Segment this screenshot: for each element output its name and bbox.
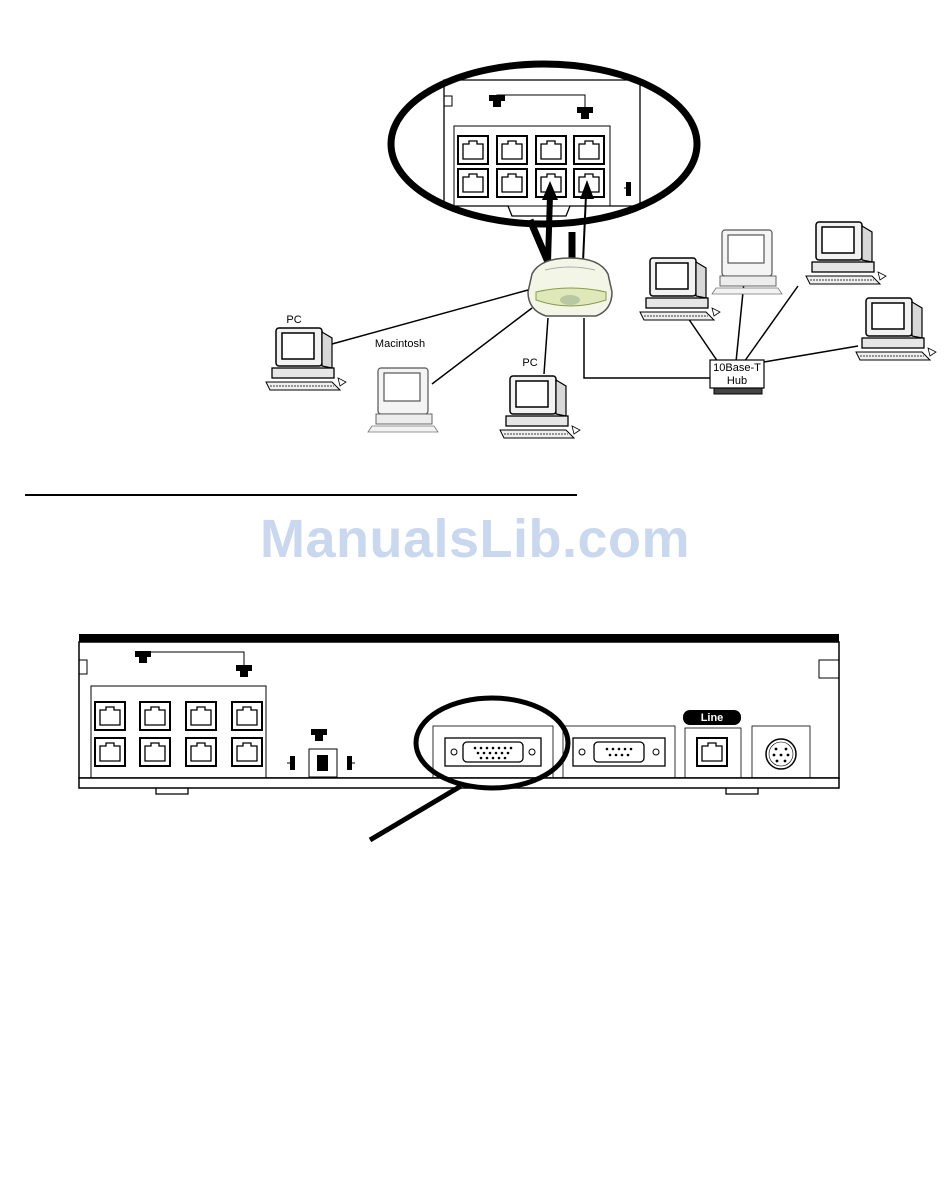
hub-computer-4 [856, 298, 936, 360]
router-rear-panel: Line [79, 634, 839, 840]
pc-bottom-computer [500, 376, 580, 438]
router-device [528, 258, 612, 316]
router-panel-closeup [444, 80, 640, 216]
hub-computer-2 [712, 230, 782, 294]
horizontal-rule [25, 494, 577, 496]
hub-label-line1: 10Base-T [713, 362, 761, 374]
pointer-line [370, 786, 461, 840]
network-diagram: 10Base-T Hub PC Macintosh PC [266, 64, 936, 438]
hub-computer-3 [806, 222, 886, 284]
ethernet-hub: 10Base-T Hub [710, 360, 764, 394]
watermark: ManualsLib.com [0, 508, 950, 570]
hub-computer-1 [640, 258, 720, 320]
line-label: Line [701, 712, 724, 724]
pc-left-label: PC [286, 314, 301, 326]
macintosh-computer [368, 368, 438, 432]
pc-left-computer [266, 328, 346, 390]
macintosh-label: Macintosh [375, 338, 425, 350]
hub-label-line2: Hub [727, 375, 747, 387]
pc-bottom-label: PC [522, 357, 537, 369]
